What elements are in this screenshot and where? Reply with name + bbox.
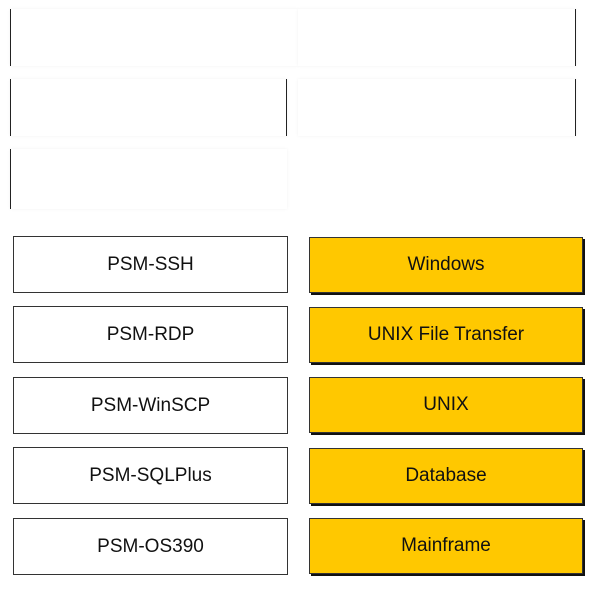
option-label: UNIX	[423, 394, 469, 415]
psm-rdp-option[interactable]: PSM-RDP	[13, 306, 288, 363]
psm-os390-option[interactable]: PSM-OS390	[13, 518, 288, 575]
option-label: Windows	[407, 254, 485, 275]
unix-file-transfer-option[interactable]: UNIX File Transfer	[309, 307, 583, 363]
option-label: PSM-SSH	[107, 253, 194, 275]
psm-ssh-option[interactable]: PSM-SSH	[13, 236, 288, 293]
psm-winscp-option[interactable]: PSM-WinSCP	[13, 377, 288, 434]
option-label: PSM-RDP	[106, 323, 195, 345]
windows-option[interactable]: Windows	[309, 237, 583, 293]
drop-slot-3[interactable]	[10, 79, 287, 136]
option-label: UNIX File Transfer	[367, 324, 525, 345]
option-label: PSM-WinSCP	[90, 394, 211, 416]
option-label: PSM-SQLPlus	[89, 464, 212, 486]
drop-slot-4[interactable]	[298, 79, 576, 136]
drop-slot-5[interactable]	[10, 149, 287, 209]
option-label: Mainframe	[401, 535, 491, 556]
mainframe-option[interactable]: Mainframe	[309, 518, 583, 574]
database-option[interactable]: Database	[309, 448, 583, 504]
option-label: Database	[405, 465, 487, 486]
psm-sqlplus-option[interactable]: PSM-SQLPlus	[13, 447, 288, 504]
option-label: PSM-OS390	[97, 535, 204, 557]
drop-slot-2[interactable]	[298, 9, 576, 66]
unix-option[interactable]: UNIX	[309, 377, 583, 433]
drop-slot-1[interactable]	[10, 9, 298, 66]
